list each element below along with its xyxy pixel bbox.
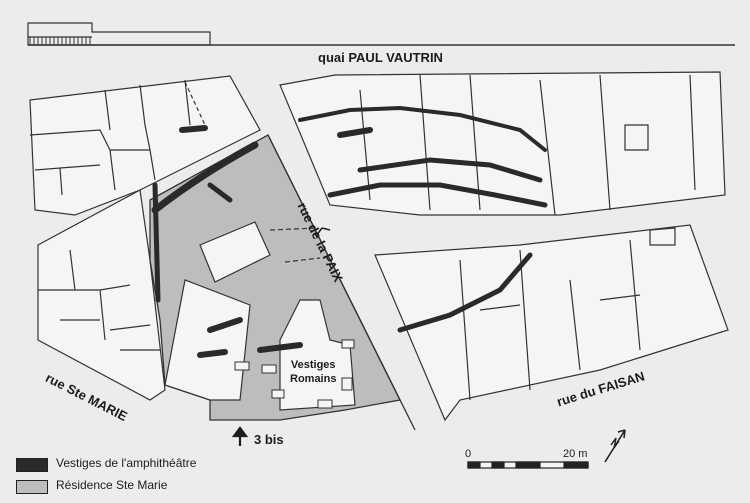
- amphitheatre-vestiges: [151, 105, 548, 358]
- north-arrow-icon: [604, 429, 626, 463]
- dashed-arrow-icon: [315, 227, 331, 237]
- legend-swatch-residence: [16, 480, 48, 494]
- street-label-quai: quai PAUL VAUTRIN: [318, 50, 443, 65]
- scale-label-start: 0: [465, 448, 472, 460]
- dashed-link: [269, 227, 321, 263]
- address-label: 3 bis: [254, 432, 284, 447]
- vestiges-label-line2: Romains: [290, 373, 337, 385]
- up-arrow-icon: [231, 426, 249, 446]
- excavation-markers: [234, 339, 355, 409]
- scale-bar: [467, 461, 589, 469]
- block-east: [374, 224, 729, 422]
- residence-interior-buildings: [164, 221, 356, 411]
- vestiges-label-line1: Vestiges: [290, 359, 336, 371]
- block-west: [37, 189, 166, 401]
- vestiges-romains-label: Vestiges Romains: [290, 358, 336, 386]
- legend-label-amphitheatre: Vestiges de l'amphithéâtre: [56, 456, 197, 470]
- legend-swatch-amphitheatre: [16, 458, 48, 472]
- top-elevation-sketch: [27, 22, 735, 46]
- scale-label-end: 20 m: [563, 448, 588, 460]
- rue-de-la-paix-edge: [267, 134, 416, 431]
- legend-label-residence: Résidence Ste Marie: [56, 478, 168, 492]
- hatched-band: [29, 37, 91, 45]
